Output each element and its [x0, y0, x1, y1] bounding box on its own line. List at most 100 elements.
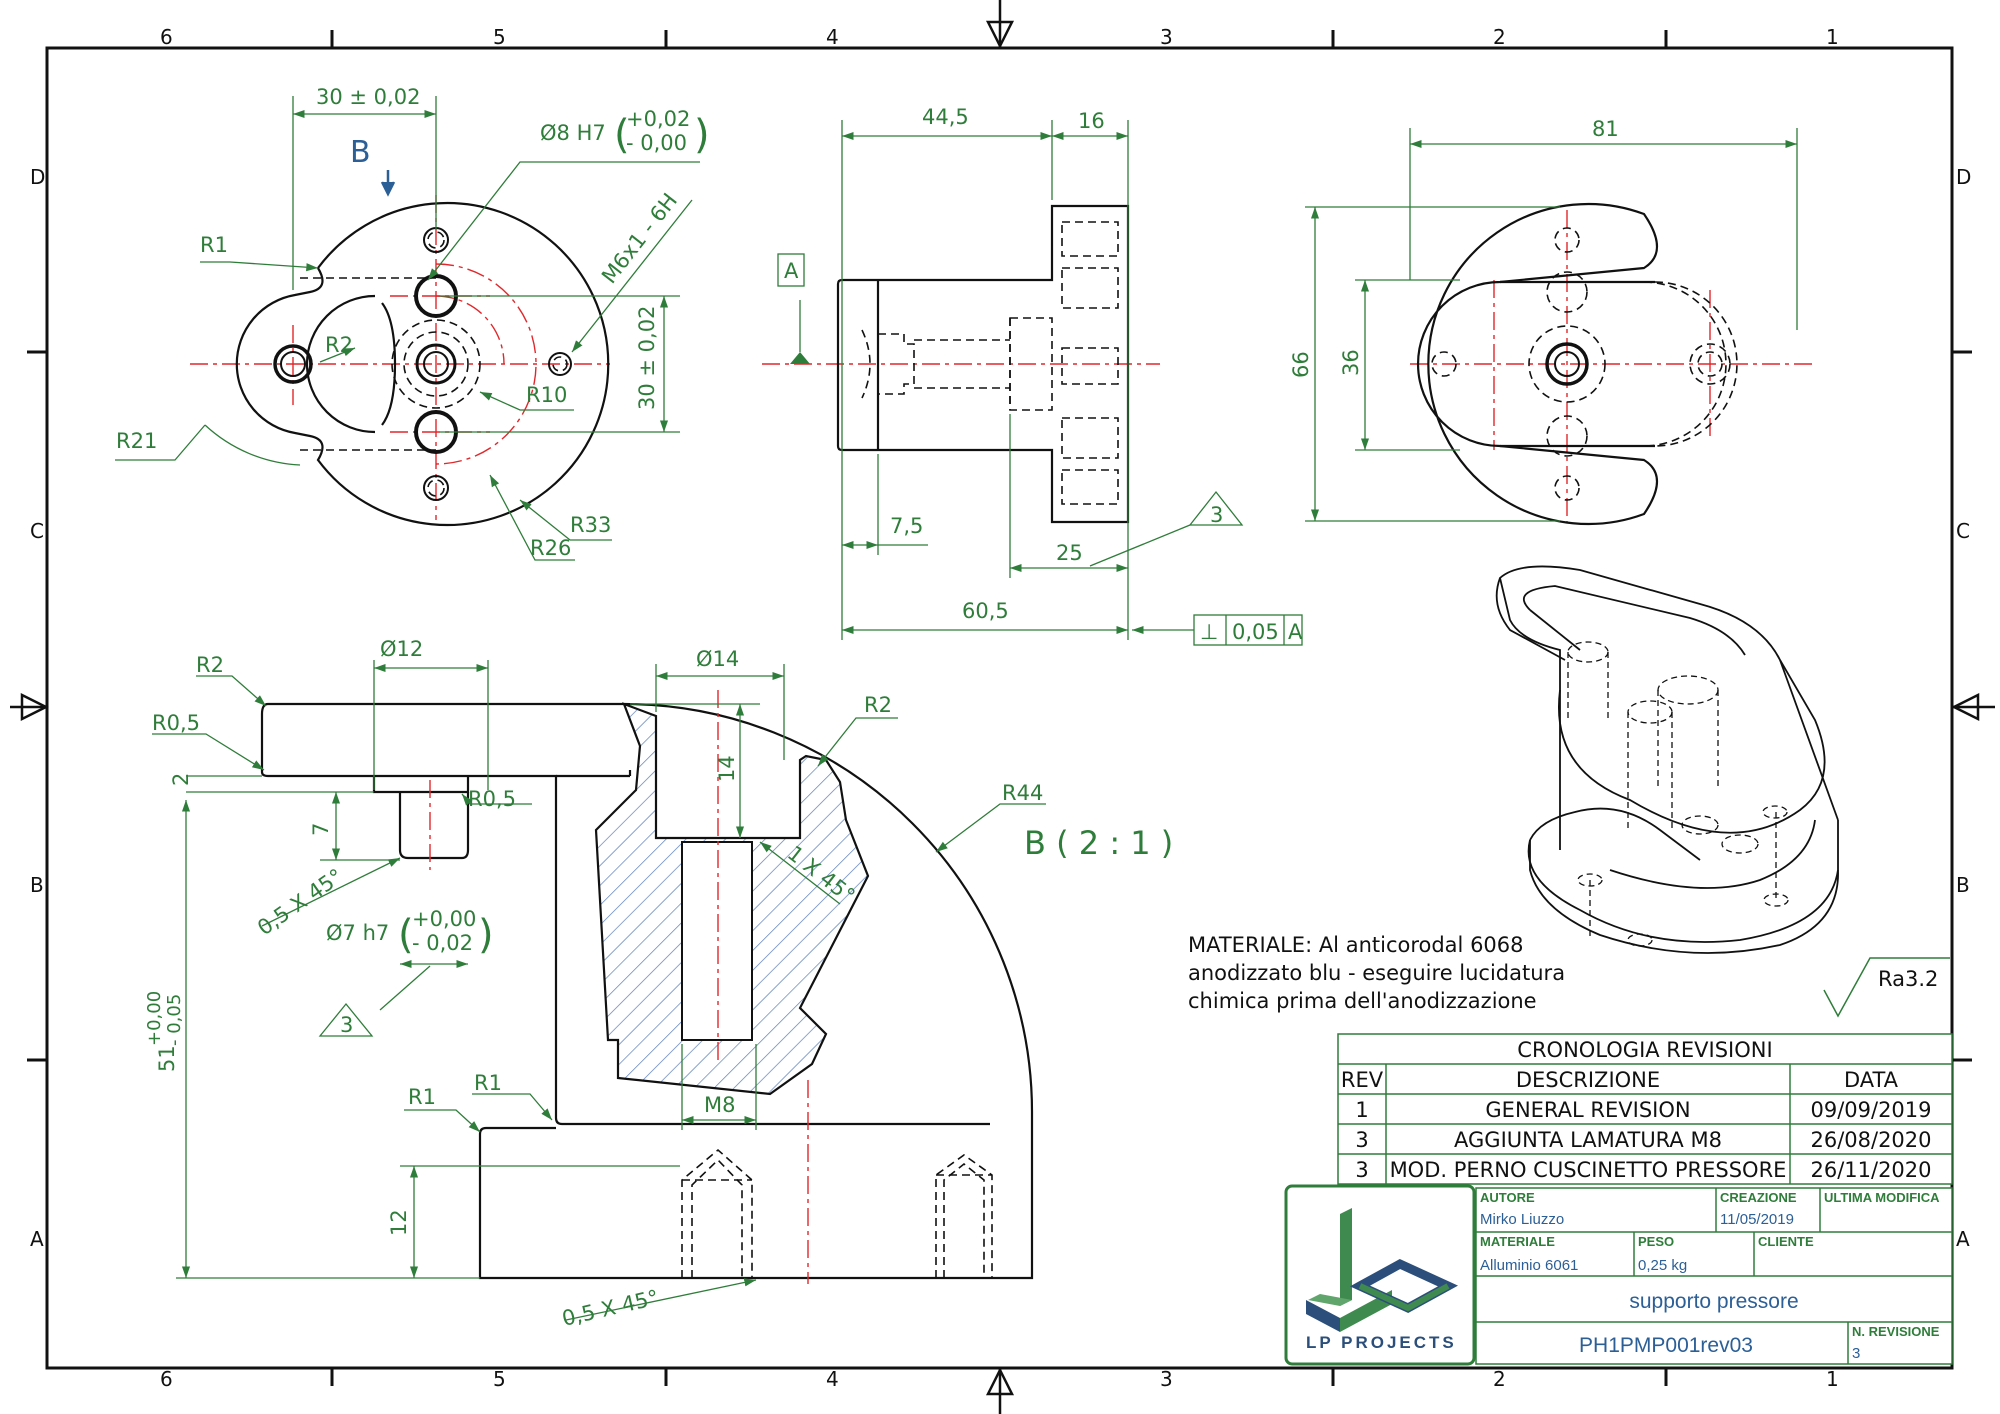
ultima-modifica-label: ULTIMA MODIFICA	[1824, 1190, 1940, 1205]
dim-r2-front: R2	[325, 333, 353, 357]
svg-text:(: (	[398, 912, 414, 958]
roughness-value: Ra3.2	[1878, 967, 1938, 991]
dim-r2-detail-right: R2	[864, 693, 892, 717]
svg-text:(: (	[614, 112, 630, 158]
materiale-label: MATERIALE	[1480, 1234, 1555, 1249]
svg-text:): )	[478, 912, 494, 958]
row-label-c-left: C	[30, 519, 44, 543]
creazione-label: CREAZIONE	[1720, 1190, 1797, 1205]
revision-number-label: N. REVISIONE	[1852, 1324, 1940, 1339]
row-label-d-left: D	[30, 165, 45, 189]
material-notes: MATERIALE: Al anticorodal 6068 anodizzat…	[1188, 933, 1950, 1018]
cliente-label: CLIENTE	[1758, 1234, 1814, 1249]
dim-depth-14: 14	[715, 755, 739, 782]
dim-36: 36	[1339, 349, 1363, 376]
dim-66: 66	[1289, 351, 1313, 378]
materiale-value: Alluminio 6061	[1480, 1257, 1578, 1274]
dim-h51-tol-upper: +0,00	[144, 991, 165, 1046]
dim-2: 2	[169, 773, 193, 786]
dim-height-12: 12	[387, 1209, 411, 1236]
top-view: 81 66 36	[1289, 117, 1812, 526]
dim-r33: R33	[570, 513, 611, 537]
dim-r0-5-detail-b: R0,5	[468, 787, 516, 811]
peso-label: PESO	[1638, 1234, 1674, 1249]
detail-note-triangle: 3	[340, 1013, 353, 1037]
revision-row-1-desc: GENERAL REVISION	[1485, 1098, 1690, 1122]
perp-symbol: ⊥	[1200, 620, 1218, 644]
revision-header-data: DATA	[1844, 1068, 1899, 1092]
revision-row-2-desc: AGGIUNTA LAMATURA M8	[1454, 1128, 1722, 1152]
dim-r26: R26	[530, 536, 571, 560]
col-label-3-top: 3	[1160, 25, 1173, 49]
row-label-d-right: D	[1956, 165, 1971, 189]
dim-r1-detail-b: R1	[474, 1071, 502, 1095]
row-label-c-right: C	[1956, 519, 1970, 543]
dim-m8: M8	[704, 1093, 735, 1117]
section-marker-arrow	[380, 170, 396, 197]
dim-r1-detail-a: R1	[408, 1085, 436, 1109]
lp-projects-logo	[1306, 1208, 1459, 1332]
col-label-3-bottom: 3	[1160, 1367, 1173, 1391]
pin-tol-upper: +0,00	[412, 907, 476, 931]
dim-r2-detail-top: R2	[196, 653, 224, 677]
row-label-a-left: A	[30, 1227, 44, 1251]
revision-row-3-rev: 3	[1355, 1158, 1368, 1182]
col-label-2-bottom: 2	[1493, 1367, 1506, 1391]
col-label-6-bottom: 6	[160, 1367, 173, 1391]
svg-text:): )	[694, 112, 710, 158]
drawing-number: PH1PMP001rev03	[1579, 1334, 1753, 1357]
dim-width-30: 30 ± 0,02	[316, 85, 420, 109]
detail-b-title: B ( 2 : 1 )	[1024, 824, 1173, 862]
pin-label: Ø7 h7	[326, 921, 389, 945]
dim-7-5: 7,5	[890, 514, 923, 538]
datum-a-triangle	[790, 352, 810, 364]
dim-7: 7	[309, 823, 333, 836]
dim-r0-5-detail-a: R0,5	[152, 711, 200, 735]
col-label-1-bottom: 1	[1826, 1367, 1839, 1391]
dim-h51-tol-lower: - 0,05	[164, 994, 185, 1046]
dim-d12: Ø12	[380, 637, 423, 661]
row-label-b-right: B	[1956, 873, 1970, 897]
datum-a-label: A	[784, 259, 799, 283]
material-note-line2: anodizzato blu - eseguire lucidatura	[1188, 961, 1565, 985]
sheet-frame: 6 5 4 3 2 1 6 5 4 3 2 1 D C B A D C B A	[10, 0, 1995, 1414]
dim-thread-m6: M6x1 - 6H	[597, 189, 682, 288]
revision-row-3-desc: MOD. PERNO CUSCINETTO PRESSORE	[1390, 1158, 1787, 1182]
revision-header-descrizione: DESCRIZIONE	[1516, 1068, 1660, 1092]
revision-table-title: CRONOLOGIA REVISIONI	[1517, 1038, 1772, 1062]
isometric-view	[1495, 565, 1839, 954]
row-label-b-left: B	[30, 873, 44, 897]
revision-row-2-date: 26/08/2020	[1810, 1128, 1931, 1152]
dim-bore-label: Ø8 H7	[540, 121, 606, 145]
material-note-line1: MATERIALE: Al anticorodal 6068	[1188, 933, 1524, 957]
detail-b-view: R2 R0,5 Ø12 2 R0,5 7 0,5 X 45° Ø7 h7 ( +…	[144, 637, 1173, 1331]
col-label-4-bottom: 4	[826, 1367, 839, 1391]
dim-81: 81	[1592, 117, 1619, 141]
dim-chamfer-c: 0,5 X 45°	[560, 1285, 661, 1331]
revision-row-1-rev: 1	[1355, 1098, 1368, 1122]
dim-h51: 51	[155, 1045, 179, 1072]
dim-44-5: 44,5	[922, 105, 969, 129]
row-label-a-right: A	[1956, 1227, 1970, 1251]
revision-table: CRONOLOGIA REVISIONI REV DESCRIZIONE DAT…	[1337, 1033, 1953, 1185]
revision-row-3-date: 26/11/2020	[1810, 1158, 1931, 1182]
autore-value: Mirko Liuzzo	[1480, 1211, 1564, 1228]
dim-d14: Ø14	[696, 647, 739, 671]
col-label-4-top: 4	[826, 25, 839, 49]
logo-text: LP PROJECTS	[1306, 1333, 1457, 1352]
dim-r10: R10	[526, 383, 567, 407]
peso-value: 0,25 kg	[1638, 1257, 1687, 1274]
col-label-1-top: 1	[1826, 25, 1839, 49]
col-label-6-top: 6	[160, 25, 173, 49]
part-name: supporto pressore	[1629, 1290, 1798, 1313]
side-note-triangle: 3	[1210, 503, 1223, 527]
side-view: A 44,5 16 7,5 25 3 60,5 ⊥ 0,05 A	[762, 105, 1303, 646]
roughness-symbol	[1823, 957, 1950, 1018]
dim-bore-tol-lower: - 0,00	[626, 131, 687, 155]
revision-row-2-rev: 3	[1355, 1128, 1368, 1152]
dim-25: 25	[1056, 541, 1083, 565]
col-label-5-bottom: 5	[493, 1367, 506, 1391]
dim-r44: R44	[1002, 781, 1043, 805]
dim-r1-front: R1	[200, 233, 228, 257]
